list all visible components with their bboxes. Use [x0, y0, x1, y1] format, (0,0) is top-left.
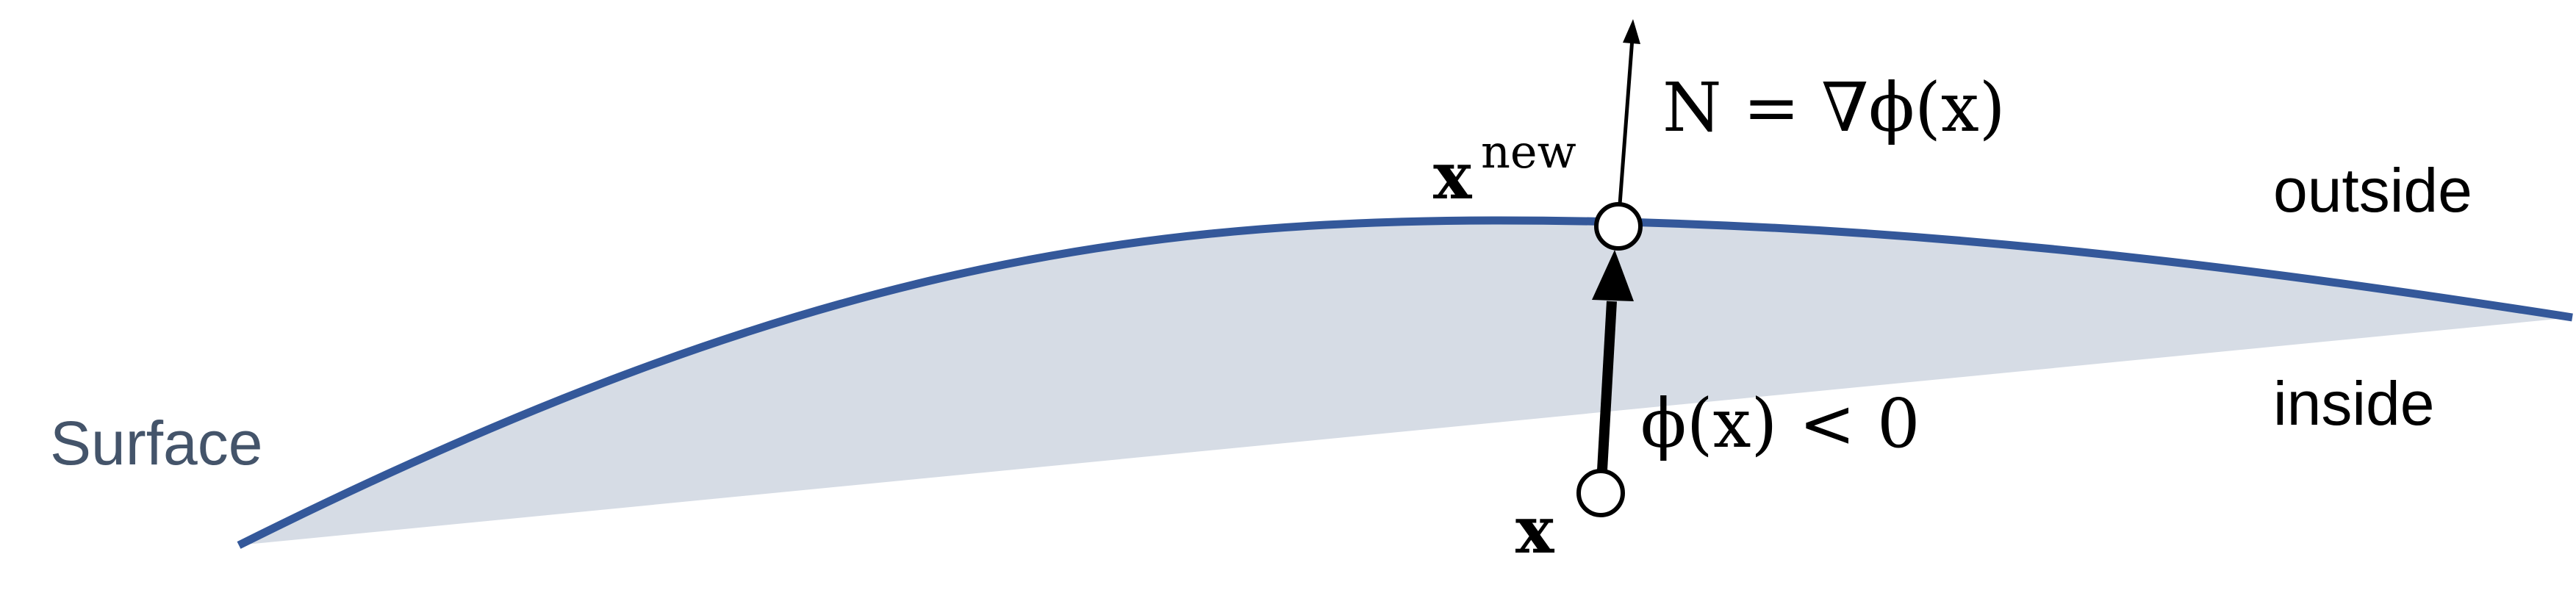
inside-region: [239, 220, 2572, 545]
outside-label: outside: [2273, 156, 2472, 225]
normal-arrow-head: [1623, 19, 1640, 44]
normal-equation: N = ∇ϕ(x): [1662, 68, 2006, 147]
point-x-new: [1594, 202, 1643, 251]
x-new-label-sup: new: [1481, 125, 1576, 179]
x-old-label: x: [1515, 492, 1555, 568]
point-x: [1576, 469, 1625, 517]
projection-arrow-head: [1592, 250, 1634, 301]
sdf-condition: ϕ(x) < 0: [1640, 384, 1920, 463]
projection-arrow-shaft: [1597, 301, 1617, 471]
inside-label: inside: [2273, 369, 2434, 438]
surface-curve: [237, 216, 2573, 549]
x-new-label-base: x: [1433, 137, 1473, 214]
normal-arrow: [1618, 37, 1635, 205]
surface-label: Surface: [50, 409, 263, 478]
